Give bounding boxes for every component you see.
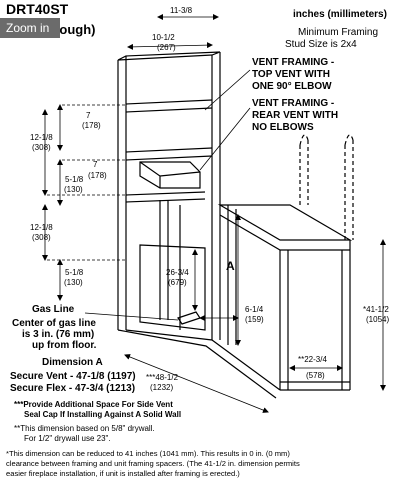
dim-26-3-4: 26-3/4 xyxy=(166,268,189,277)
title-suffix: (rough) xyxy=(50,22,95,37)
gas-center-3: up from floor. xyxy=(32,340,97,351)
firebox-opening xyxy=(139,244,206,331)
dim-5-1-8a: 5-1/8 xyxy=(65,175,84,184)
chase-header-2 xyxy=(125,147,213,161)
side-frame-front-studs xyxy=(279,240,351,390)
dim-48-1-2: ***48-1/2 xyxy=(146,373,179,382)
note-2-line-2: For 1/2" drywall use 23". xyxy=(24,434,111,443)
dim-5-1-8a-mm: (130) xyxy=(64,185,83,194)
dimension-a-secure-vent: Secure Vent - 47-1/8 (1197) xyxy=(10,371,136,382)
dimension-text: 11-3/8 10-1/2 (267) 7 (178) 12-1/8 (308)… xyxy=(30,6,389,392)
dim-12-1-8b-mm: (308) xyxy=(32,233,51,242)
note-3-line-2: clearance between framing and unit frami… xyxy=(6,459,300,468)
dashed-stud-right xyxy=(344,134,354,240)
gas-center-2: is 3 in. (76 mm) xyxy=(22,329,94,340)
note-1-line-2: Seal Cap If Installing Against A Solid W… xyxy=(24,410,181,419)
chase-top-plate xyxy=(117,51,221,61)
gas-center-1: Center of gas line xyxy=(12,318,96,329)
dim-7b-mm: (178) xyxy=(88,171,107,180)
chase-header-3 xyxy=(125,191,206,203)
rear-vent-label-1: VENT FRAMING - xyxy=(252,98,334,109)
chase-header-1 xyxy=(125,99,213,113)
back-stud xyxy=(159,200,169,320)
dim-41-1-2-mm: (1054) xyxy=(366,315,389,324)
dim-6-1-4-mm: (159) xyxy=(245,315,264,324)
framing-note-2: Stud Size is 2x4 xyxy=(285,39,357,50)
label-a: A xyxy=(226,259,235,273)
side-frame-back-studs xyxy=(227,205,237,345)
note-3-line-3: easier fireplace installation, if unit i… xyxy=(6,469,240,478)
top-vent-label-3: ONE 90° ELBOW xyxy=(252,81,332,92)
footnotes: ***Provide Additional Space For Side Ven… xyxy=(6,400,300,478)
note-1-line-1: ***Provide Additional Space For Side Ven… xyxy=(14,400,173,409)
gas-line-label: Gas Line xyxy=(32,304,75,315)
dim-12-1-8a-mm: (308) xyxy=(32,143,51,152)
header-text: DRT40ST (rough) inches (millimeters) Min… xyxy=(6,1,387,50)
dimension-a-title: Dimension A xyxy=(42,357,103,368)
vent-box-top xyxy=(139,161,201,189)
rear-vent-label-3: NO ELBOWS xyxy=(252,122,314,133)
dim-11-3-8: 11-3/8 xyxy=(170,6,193,15)
units-note: inches (millimeters) xyxy=(293,9,387,20)
dim-48-1-2-mm: (1232) xyxy=(150,383,173,392)
side-frame-bottom xyxy=(280,381,350,391)
dim-5-1-8b-mm: (130) xyxy=(64,278,83,287)
note-2-line-1: **This dimension based on 5/8" drywall. xyxy=(14,424,155,433)
gas-line-text: Gas Line Center of gas line is 3 in. (76… xyxy=(12,304,97,351)
dim-26-3-4-mm: (679) xyxy=(168,278,187,287)
dim-22-3-4: **22-3/4 xyxy=(298,355,327,364)
dim-7a-mm: (178) xyxy=(82,121,101,130)
dim-7b: 7 xyxy=(93,160,98,169)
top-vent-label-2: TOP VENT WITH xyxy=(252,69,330,80)
chase-stud-left xyxy=(117,56,127,330)
callout-text: VENT FRAMING - TOP VENT WITH ONE 90° ELB… xyxy=(226,57,338,273)
dimension-a-block: Dimension A Secure Vent - 47-1/8 (1197) … xyxy=(10,357,136,394)
note-3-line-1: *This dimension can be reduced to 41 inc… xyxy=(6,449,290,458)
dashed-stud-left xyxy=(299,134,309,205)
dimension-a-secure-flex: Secure Flex - 47-3/4 (1213) xyxy=(10,383,135,394)
side-frame-top xyxy=(217,204,353,251)
dimension-lines xyxy=(42,14,386,413)
floor-plate xyxy=(117,329,281,399)
chase-stud-right xyxy=(211,52,221,340)
top-vent-label-1: VENT FRAMING - xyxy=(252,57,334,68)
dim-10-1-2-mm: (267) xyxy=(157,43,176,52)
rear-vent-label-2: REAR VENT WITH xyxy=(252,110,338,121)
dim-7a: 7 xyxy=(86,111,91,120)
framing-structure xyxy=(117,51,354,399)
gas-line xyxy=(177,311,201,325)
dim-5-1-8b: 5-1/8 xyxy=(65,268,84,277)
dim-10-1-2: 10-1/2 xyxy=(152,33,175,42)
model-number: DRT40ST xyxy=(6,1,69,17)
framing-note-1: Minimum Framing xyxy=(298,27,378,38)
dim-41-1-2: *41-1/2 xyxy=(363,305,389,314)
zoom-in-tooltip[interactable]: Zoom in xyxy=(0,18,60,38)
dim-12-1-8b: 12-1/8 xyxy=(30,223,53,232)
dim-12-1-8a: 12-1/8 xyxy=(30,133,53,142)
dim-22-3-4-mm: (578) xyxy=(306,371,325,380)
dim-6-1-4: 6-1/4 xyxy=(245,305,264,314)
